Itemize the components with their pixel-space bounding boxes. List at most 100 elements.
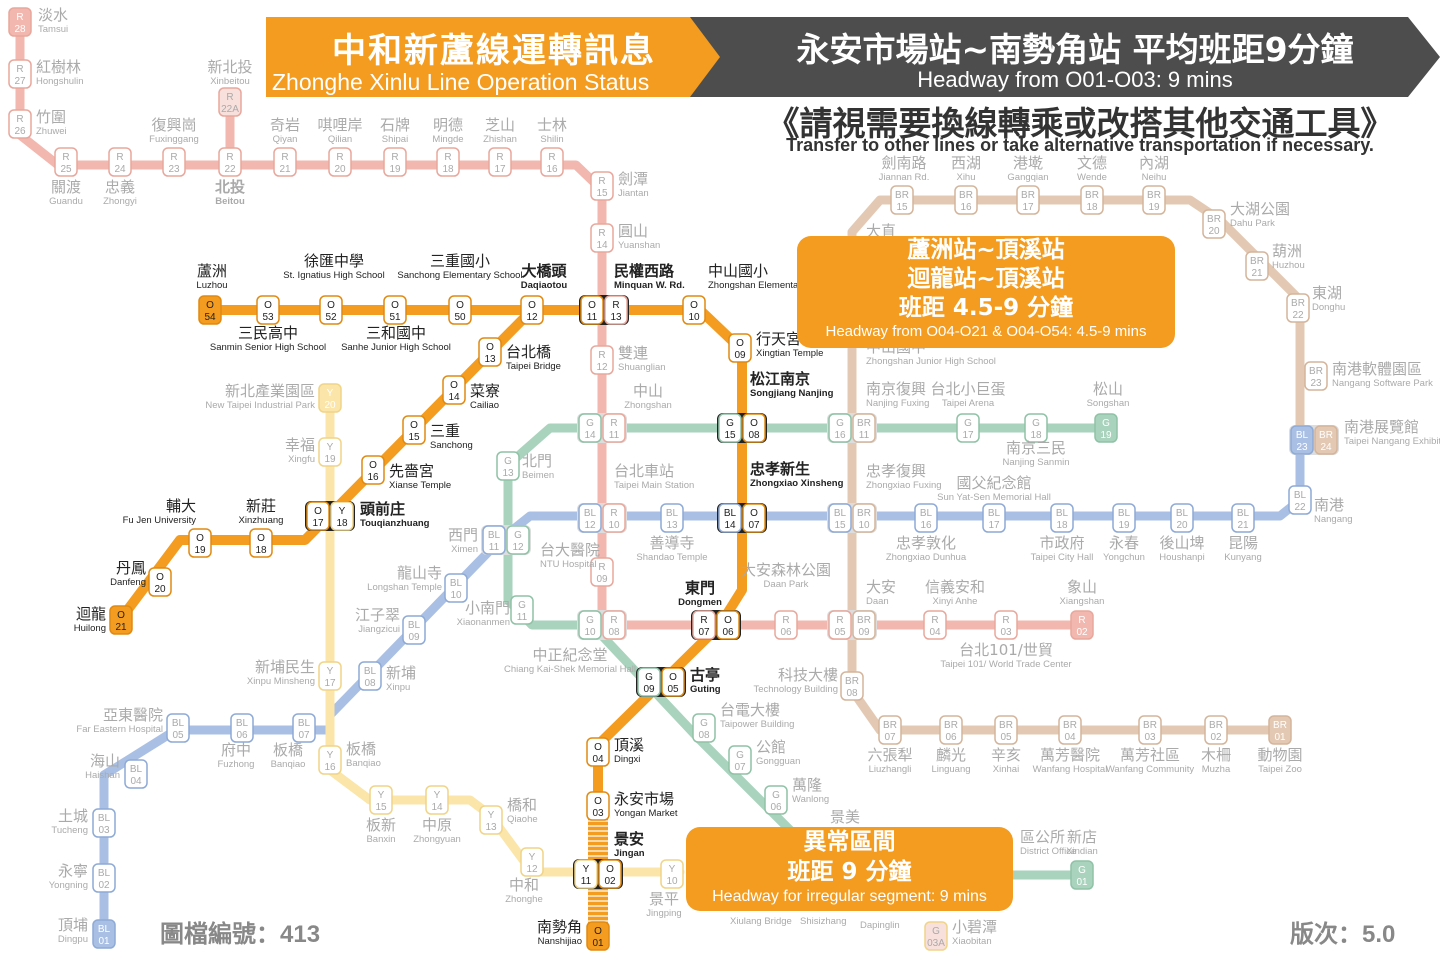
station-badge[interactable]: G14	[578, 413, 602, 443]
station-badge[interactable]: O21	[109, 605, 133, 635]
station-badge[interactable]: Y18	[330, 501, 354, 531]
station-badge[interactable]: G10	[578, 610, 602, 640]
station-badge[interactable]: R28	[8, 7, 32, 37]
station-badge[interactable]: Y10	[660, 859, 684, 889]
station-badge[interactable]: O07	[742, 503, 766, 533]
station-badge[interactable]: O16	[361, 455, 385, 485]
station-badge[interactable]: O06	[716, 610, 740, 640]
station-badge[interactable]: R02	[1070, 610, 1094, 640]
station-badge[interactable]: R14	[590, 223, 614, 253]
station-badge[interactable]: O54	[198, 295, 222, 325]
station-badge[interactable]: R05	[828, 610, 852, 640]
station-badge[interactable]: O20	[148, 567, 172, 597]
station-badge[interactable]: G13	[496, 451, 520, 481]
station-badge[interactable]: G08	[692, 713, 716, 743]
station-badge[interactable]: Y20	[318, 383, 342, 413]
station-badge[interactable]: O03	[586, 791, 610, 821]
station-badge[interactable]: O50	[448, 295, 472, 325]
station-badge[interactable]: Y17	[318, 661, 342, 691]
station-badge[interactable]: G18	[1024, 413, 1048, 443]
station-badge[interactable]: Y14	[425, 785, 449, 815]
station-badge[interactable]: R25	[54, 147, 78, 177]
station-badge[interactable]: Y19	[318, 437, 342, 467]
station-badge[interactable]: O15	[402, 415, 426, 445]
station-badge[interactable]: O14	[442, 375, 466, 405]
station-badge[interactable]: O13	[478, 337, 502, 367]
station-badge[interactable]: R27	[8, 59, 32, 89]
station-badge[interactable]: R06	[774, 610, 798, 640]
station-badge[interactable]: R12	[590, 345, 614, 375]
station-badge[interactable]: R20	[328, 147, 352, 177]
station-badge[interactable]: R23	[162, 147, 186, 177]
station-badge[interactable]: G11	[510, 595, 534, 625]
station-badge[interactable]: O53	[256, 295, 280, 325]
station-badge[interactable]: G16	[828, 413, 852, 443]
station-badge[interactable]: Y13	[479, 805, 503, 835]
station-badge[interactable]: O19	[188, 528, 212, 558]
station-badge[interactable]: R09	[590, 557, 614, 587]
station-badge[interactable]: G15	[718, 413, 742, 443]
station-badge[interactable]: R21	[273, 147, 297, 177]
station-badge[interactable]: O05	[661, 667, 685, 697]
station-badge[interactable]: O52	[319, 295, 343, 325]
station-badge[interactable]: O51	[383, 295, 407, 325]
station-badge[interactable]: G07	[728, 745, 752, 775]
station-badge[interactable]: R13	[604, 295, 628, 325]
station-badge[interactable]: O02	[598, 859, 622, 889]
station-badge[interactable]: O09	[728, 333, 752, 363]
station-badge[interactable]: G09	[637, 667, 661, 697]
station-badge[interactable]: O08	[742, 413, 766, 443]
station-badge[interactable]: R15	[590, 171, 614, 201]
station-badge[interactable]: G06	[764, 785, 788, 815]
station-badge[interactable]: O04	[586, 737, 610, 767]
station-badge[interactable]: Y15	[369, 785, 393, 815]
station-badge[interactable]: R16	[540, 147, 564, 177]
station-badge[interactable]: R07	[692, 610, 716, 640]
station-badge[interactable]: O18	[249, 528, 273, 558]
station-badge[interactable]: R17	[488, 147, 512, 177]
